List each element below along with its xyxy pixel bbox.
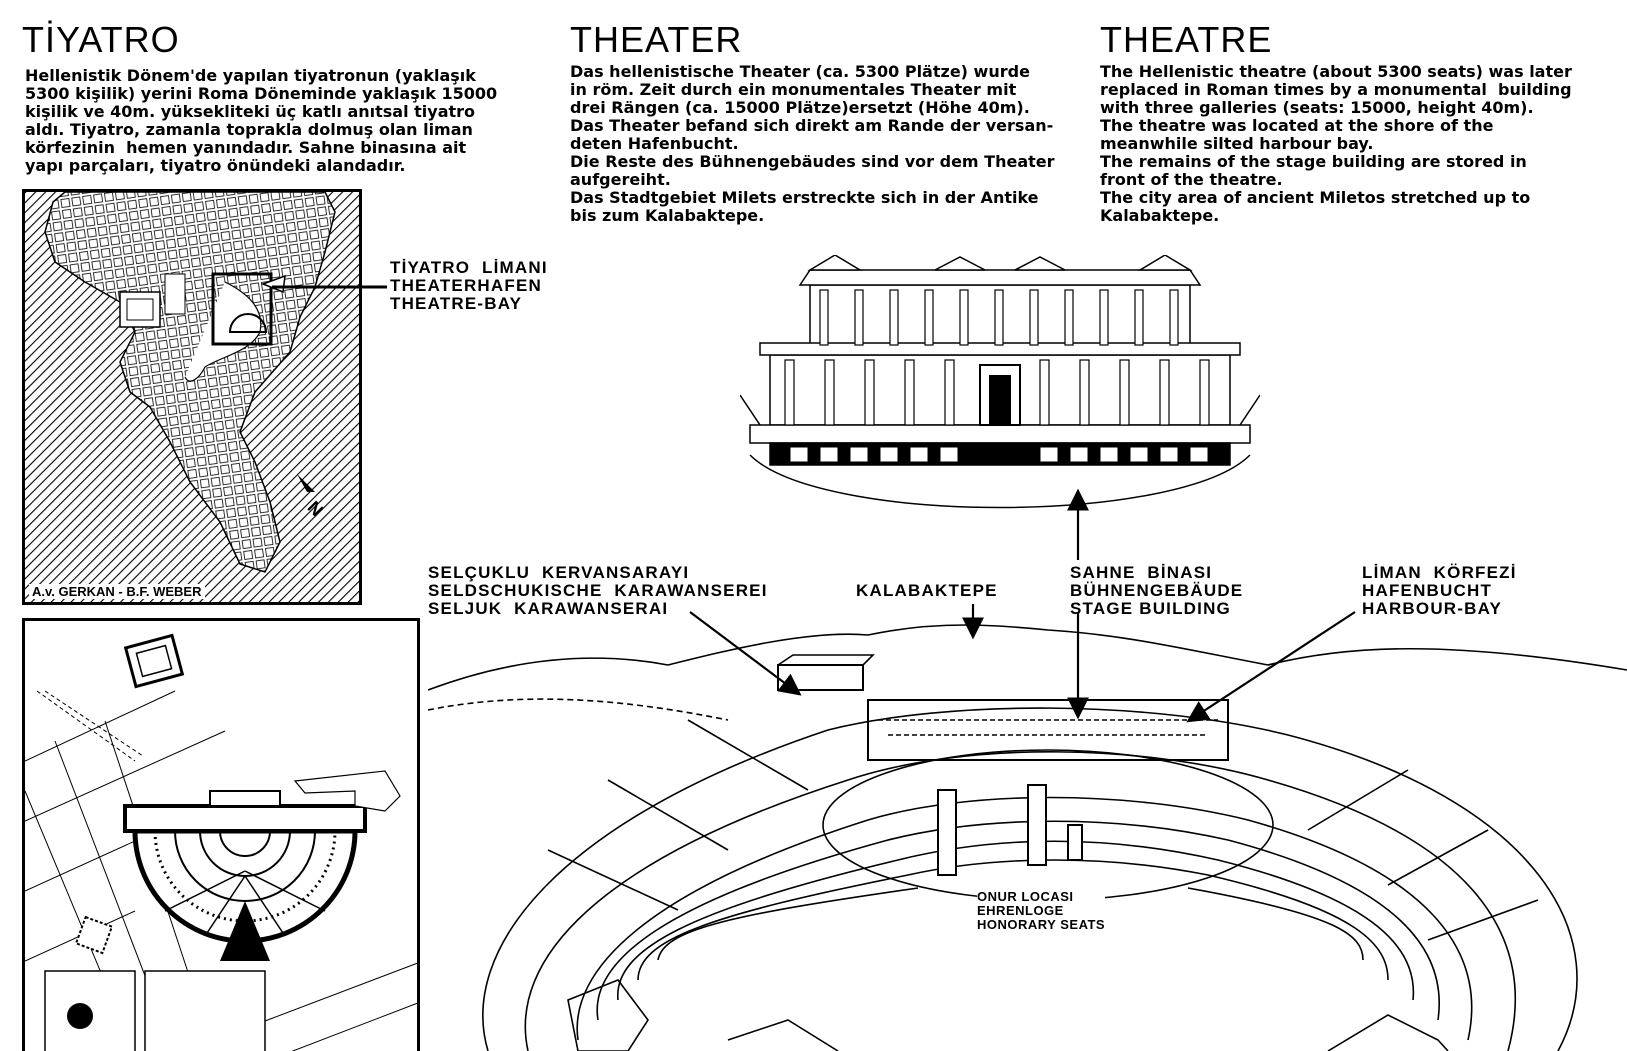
turkish-text: Hellenistik Dönem'de yapılan tiyatronun … [25, 66, 498, 175]
theatre-ruins-sketch [428, 624, 1627, 1051]
map-callout-arrow [272, 285, 387, 289]
caravanserai-arrow-icon [689, 611, 802, 696]
theatre-reconstruction [740, 255, 1260, 509]
city-map: N A.v. GERKAN - B.F. WEBER [22, 189, 362, 605]
turkish-title: TİYATRO [22, 19, 180, 60]
english-title: THEATRE [1100, 19, 1273, 60]
caravanserai-label: SELÇUKLU KERVANSARAYI SELDSCHUKISCHE KAR… [428, 563, 768, 618]
map-credit: A.v. GERKAN - B.F. WEBER [29, 584, 205, 599]
city-map-drawing: N [25, 192, 359, 602]
german-text: Das hellenistische Theater (ca. 5300 Plä… [570, 62, 1055, 225]
theatre-bay-callout: TİYATRO LİMANI THEATERHAFEN THEATRE-BAY [390, 258, 548, 313]
german-title: THEATER [570, 19, 743, 60]
stage-building-label: SAHNE BİNASI BÜHNENGEBÄUDE STAGE BUILDIN… [1070, 563, 1244, 618]
honorary-seats-label: ONUR LOCASI EHRENLOGE HONORARY SEATS [977, 889, 1106, 932]
theatre-plan [22, 618, 420, 1051]
harbour-bay-arrow-icon [1186, 611, 1356, 723]
theatre-plan-cavea [123, 790, 367, 961]
kalabaktepe-label: KALABAKTEPE [856, 581, 998, 600]
theatre-plan-drawing [25, 633, 417, 1051]
harbour-bay-label: LİMAN KÖRFEZİ HAFENBUCHT HARBOUR-BAY [1362, 563, 1517, 618]
english-text: The Hellenistic theatre (about 5300 seat… [1100, 62, 1572, 225]
